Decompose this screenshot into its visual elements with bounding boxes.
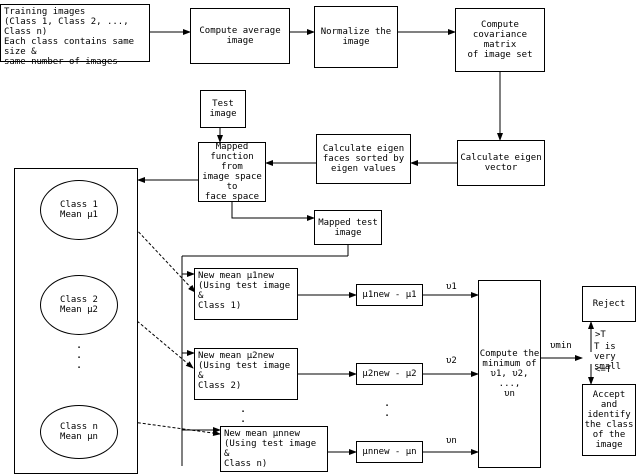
covariance-box: Compute covariance matrix of image set bbox=[455, 8, 545, 72]
mapped-function-box: Mapped function from image space to face… bbox=[198, 142, 266, 202]
label-gt-t: >T bbox=[595, 330, 606, 340]
new-mean-n-box: New mean μnnew (Using test image & Class… bbox=[220, 426, 328, 472]
class-1-oval: Class 1 Mean μ1 bbox=[40, 180, 118, 240]
new-mean-2-box: New mean μ2new (Using test image & Class… bbox=[194, 348, 298, 400]
class-n-oval: Class n Mean μn bbox=[40, 405, 118, 459]
label-vmin: υmin bbox=[550, 341, 572, 351]
compute-minimum-box: Compute the minimum of υ1, υ2, ..., υn bbox=[478, 280, 541, 468]
arrow-mapped-to-mappedtest bbox=[231, 202, 315, 221]
label-v1: υ1 bbox=[446, 282, 457, 292]
mapped-test-box: Mapped test image bbox=[314, 210, 382, 245]
test-image-box: Test image bbox=[200, 90, 246, 128]
diff-ellipsis: . . bbox=[383, 396, 391, 419]
new-mean-1-box: New mean μ1new (Using test image & Class… bbox=[194, 268, 298, 320]
accept-box: Accept and identify the class of the ima… bbox=[582, 384, 636, 456]
class-2-oval: Class 2 Mean μ2 bbox=[40, 275, 118, 335]
label-le-t: <=T bbox=[595, 365, 612, 375]
new-mean-ellipsis: . . bbox=[239, 402, 247, 425]
label-t-very-small: T is very small bbox=[594, 342, 622, 372]
training-images-box: Training images (Class 1, Class 2, ..., … bbox=[0, 4, 150, 67]
reject-box: Reject bbox=[582, 286, 636, 322]
compute-average-box: Compute average image bbox=[190, 8, 290, 64]
diff-2-box: μ2new - μ2 bbox=[356, 363, 423, 385]
arrow-class1-to-newmean1 bbox=[117, 209, 196, 293]
eigen-faces-box: Calculate eigen faces sorted by eigen va… bbox=[316, 134, 411, 184]
diff-1-box: μ1new - μ1 bbox=[356, 284, 423, 306]
diff-n-box: μnnew - μn bbox=[356, 441, 423, 463]
eigen-vector-box: Calculate eigen vector bbox=[457, 140, 545, 186]
class-ellipsis: . . . bbox=[75, 338, 83, 371]
label-v2: υ2 bbox=[446, 356, 457, 366]
normalize-box: Normalize the image bbox=[314, 6, 398, 68]
label-vn: υn bbox=[446, 436, 457, 446]
